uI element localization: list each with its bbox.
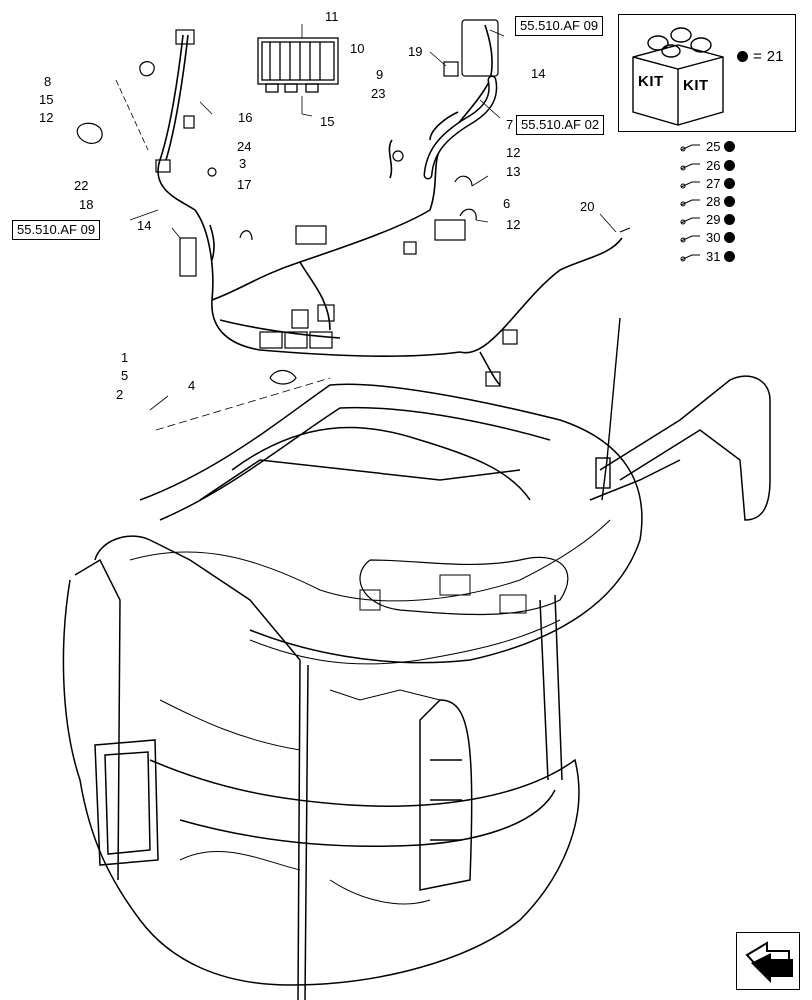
terminal-icon	[680, 199, 700, 206]
reference-box-left: 55.510.AF 09	[12, 220, 101, 240]
callout-3: 3	[239, 156, 247, 171]
connector-blocks	[155, 19, 518, 387]
kit-number: 21	[766, 48, 784, 65]
callout-23: 23	[371, 86, 386, 101]
callout-12-right-top: 12	[506, 145, 521, 160]
kit-item-30: 30	[680, 230, 736, 245]
terminal-icon	[680, 235, 700, 242]
kit-item-28: 28	[680, 194, 736, 209]
terminal-icon	[680, 181, 700, 188]
cab-frame	[62, 375, 771, 1000]
kit-label-right: KIT	[683, 77, 709, 94]
callout-10: 10	[350, 41, 365, 56]
kit-item-27: 27	[680, 176, 736, 191]
kit-dot-icon	[724, 160, 736, 171]
kit-box-icon	[632, 27, 724, 126]
callout-16: 16	[238, 110, 253, 125]
callout-24: 24	[237, 139, 252, 154]
kit-item-26: 26	[680, 158, 736, 173]
callout-14-top: 14	[531, 66, 546, 81]
terminal-icon	[680, 163, 700, 170]
callout-15-top: 15	[320, 114, 335, 129]
callout-14-left: 14	[137, 218, 152, 233]
callout-1: 1	[121, 350, 129, 365]
terminal-icon	[680, 144, 700, 151]
callout-9: 9	[376, 67, 384, 82]
kit-dot-icon	[724, 251, 736, 262]
kit-equals: =	[753, 48, 762, 65]
callout-8: 8	[44, 74, 52, 89]
control-module	[257, 37, 339, 93]
reference-box-mid-right: 55.510.AF 02	[516, 115, 605, 135]
callout-4: 4	[188, 378, 196, 393]
callout-7: 7	[506, 117, 514, 132]
kit-dot-icon	[724, 232, 736, 243]
kit-dot-icon	[737, 51, 748, 62]
callout-20: 20	[580, 199, 595, 214]
kit-dot-icon	[724, 178, 736, 189]
kit-item-29: 29	[680, 212, 736, 227]
arrow-icon	[745, 941, 793, 983]
kit-item-25: 25	[680, 139, 736, 154]
callout-2: 2	[116, 387, 124, 402]
callout-22: 22	[74, 178, 89, 193]
callout-13: 13	[506, 164, 521, 179]
kit-dot-icon	[724, 214, 736, 225]
callout-17: 17	[237, 177, 252, 192]
callout-12-right: 12	[506, 217, 521, 232]
callout-6: 6	[503, 196, 511, 211]
callout-11: 11	[325, 9, 339, 24]
kit-dot-icon	[724, 141, 736, 152]
leader-lines	[115, 24, 617, 431]
antenna	[595, 317, 621, 501]
wiring-harness	[157, 24, 623, 386]
reference-box-top-right: 55.510.AF 09	[515, 16, 604, 36]
callout-19: 19	[408, 44, 423, 59]
terminal-icon	[680, 217, 700, 224]
callout-12-left: 12	[39, 110, 54, 125]
callout-18: 18	[79, 197, 94, 212]
kit-label-left: KIT	[638, 73, 664, 90]
kit-equation: = 21	[737, 48, 783, 65]
terminal-icon	[680, 254, 700, 261]
kit-item-31: 31	[680, 249, 736, 264]
kit-legend: KIT KIT = 21	[618, 14, 796, 132]
kit-dot-icon	[724, 196, 736, 207]
callout-5: 5	[121, 368, 129, 383]
callout-15-left: 15	[39, 92, 54, 107]
cable-ties	[76, 61, 631, 385]
navigation-arrow-button[interactable]	[736, 932, 800, 990]
